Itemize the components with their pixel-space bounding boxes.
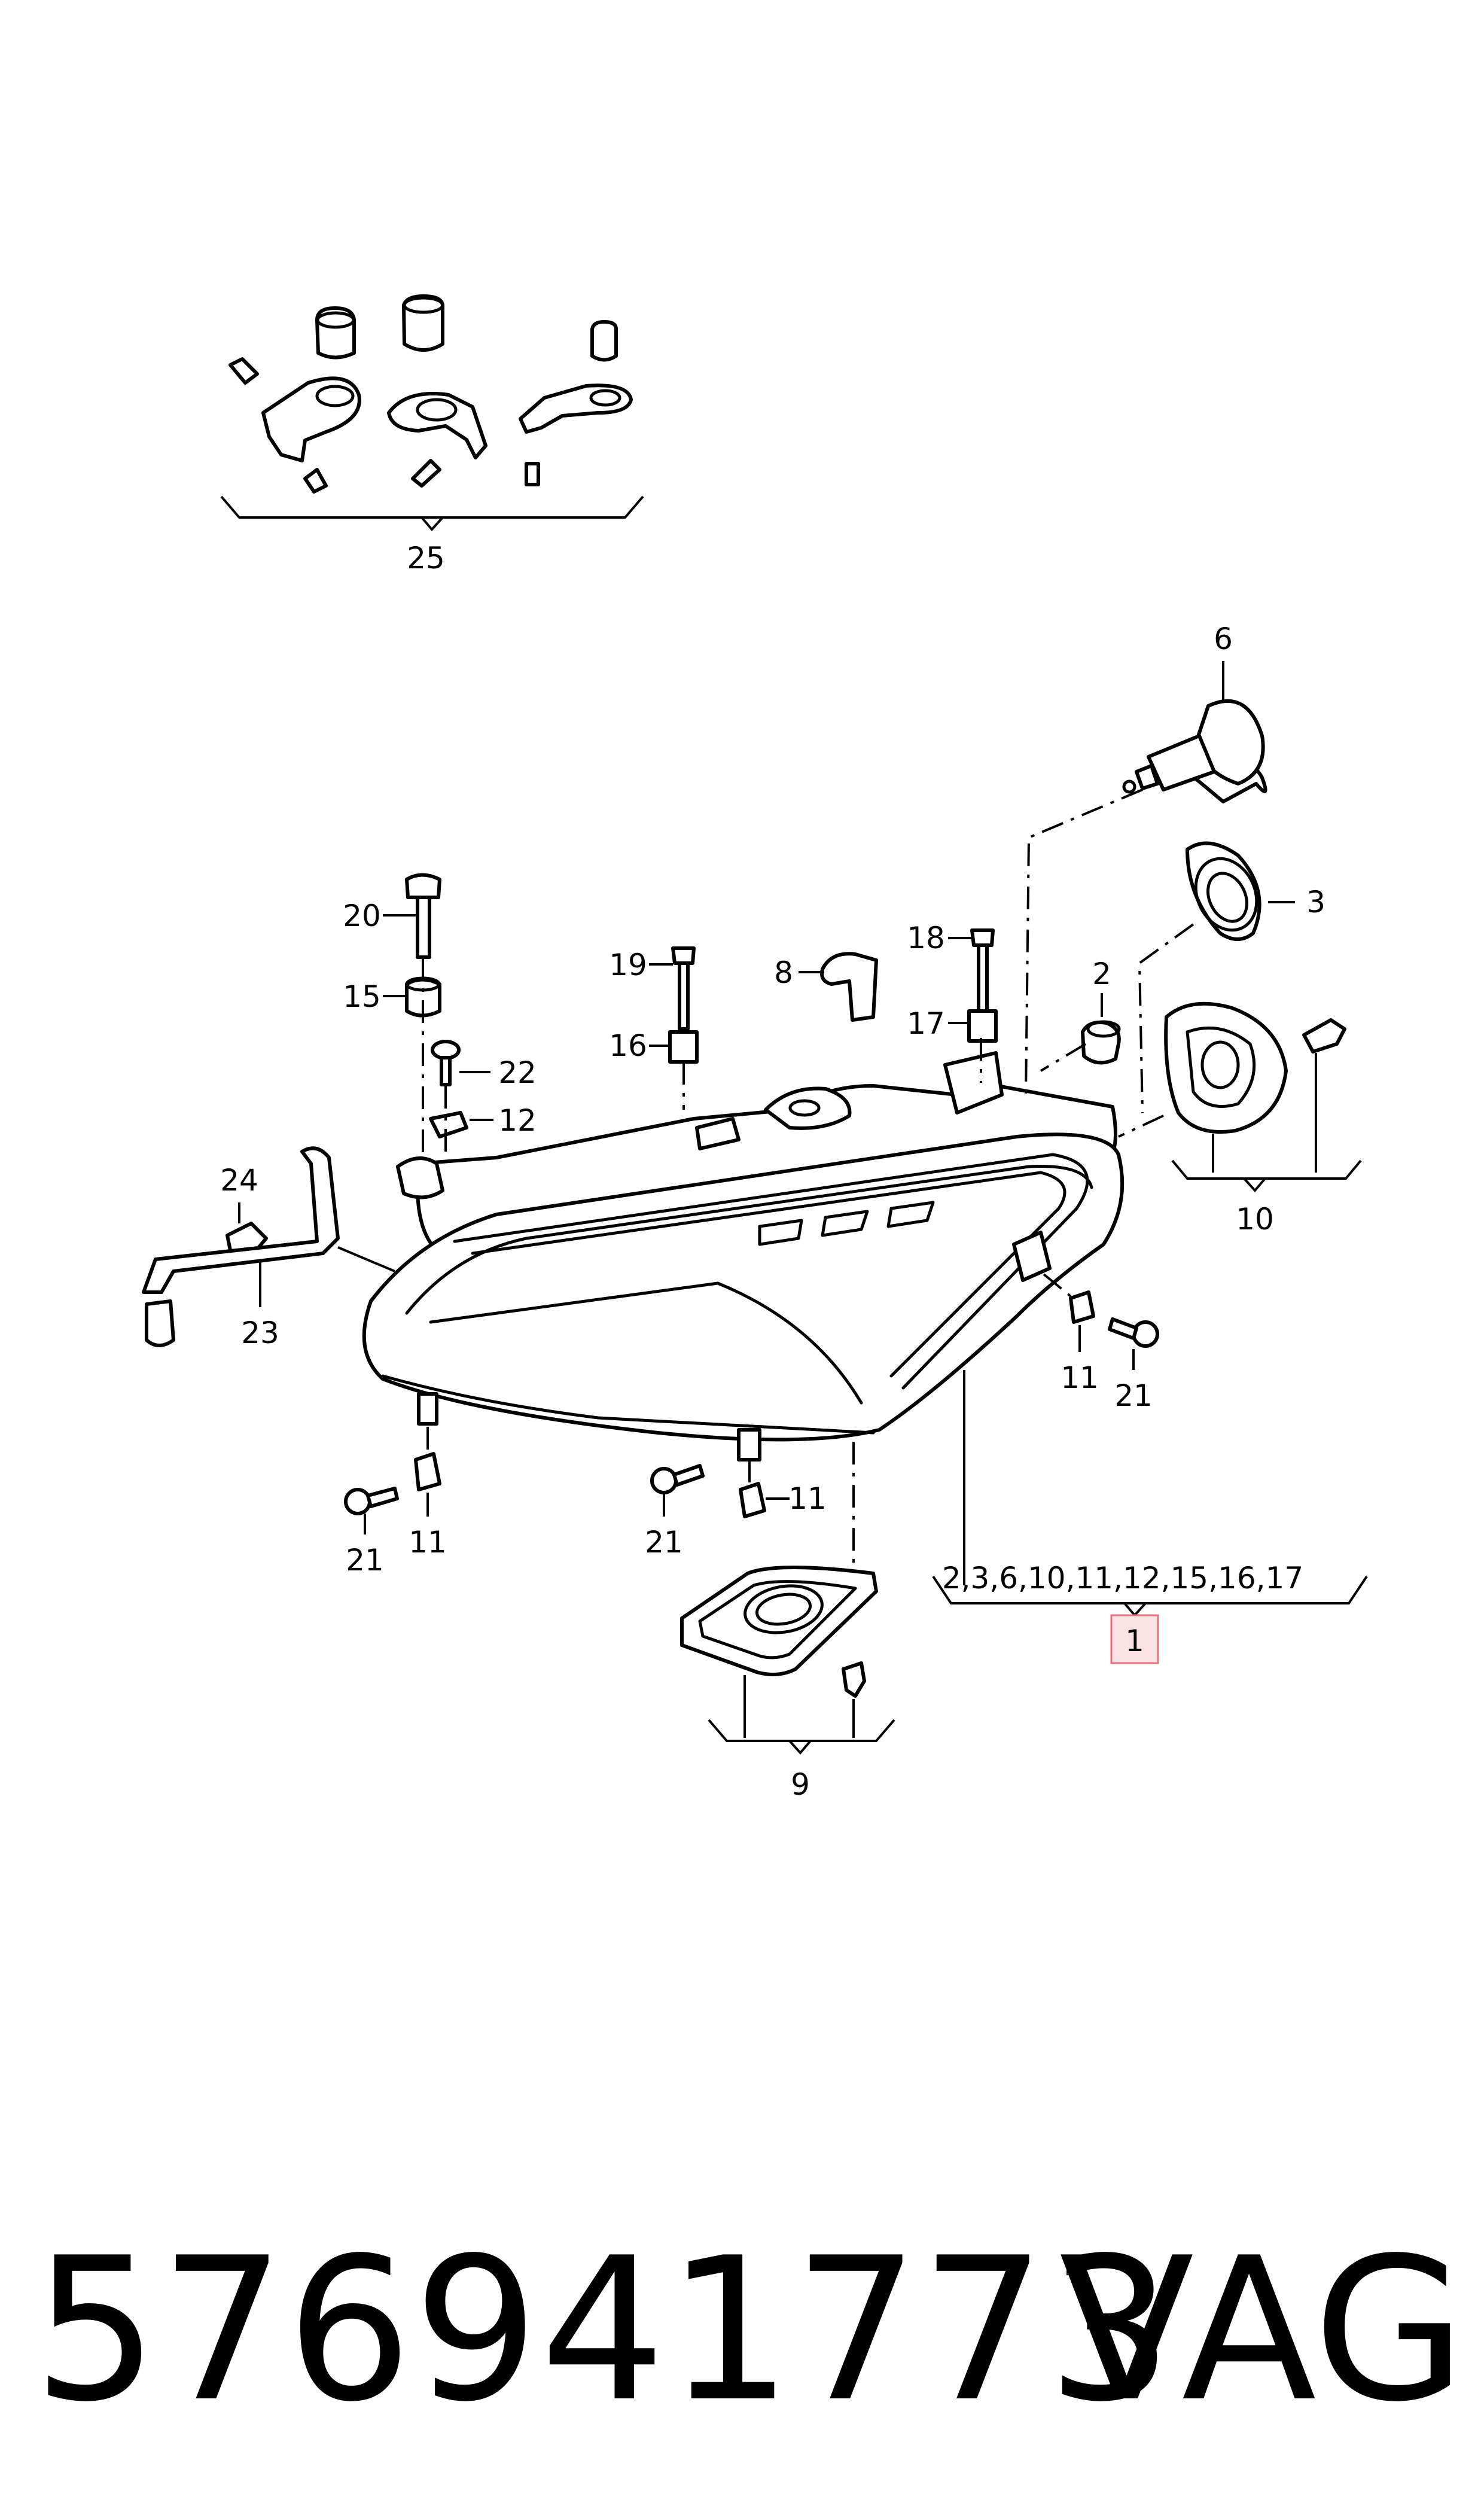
callout-16: 16 [609, 1028, 647, 1063]
callout-9: 9 [791, 1767, 810, 1802]
part-20-screw [405, 873, 441, 959]
part-12-clip [429, 1111, 468, 1138]
part-2-grommet [1081, 1020, 1121, 1065]
callout-21-right: 21 [1114, 1378, 1153, 1413]
part-6-bulb-socket [1122, 699, 1267, 803]
part-10-led-module [1164, 1001, 1346, 1134]
callout-1-components: 2,3,6,10,11,12,15,16,17 [942, 1561, 1303, 1596]
parts-diagram: 25 6 3 2 10 18 17 [142, 294, 1368, 1802]
callout-2: 2 [1092, 957, 1111, 991]
callout-24: 24 [220, 1163, 258, 1198]
part-19-screw [671, 946, 696, 1031]
part-21-screw-middle [650, 1464, 705, 1494]
callout-8: 8 [774, 955, 793, 990]
callout-12: 12 [498, 1103, 537, 1138]
part-21-screw-left [344, 1487, 399, 1515]
callout-1: 1 [1125, 1624, 1144, 1658]
callout-10: 10 [1236, 1202, 1274, 1237]
callout-19: 19 [609, 948, 647, 982]
part-18-screw [970, 928, 995, 1025]
callout-17: 17 [907, 1006, 945, 1041]
callout-11-right: 11 [1061, 1360, 1099, 1395]
bracket-kit-25 [220, 294, 644, 532]
part-21-screw-right [1108, 1317, 1159, 1348]
part-11-clip-middle [739, 1482, 766, 1518]
brand-label: VAG [1059, 2215, 1466, 2445]
callout-1-highlight [1110, 1614, 1159, 1664]
part-1-headlight-assembly [362, 1051, 1125, 1462]
callout-21-middle: 21 [645, 1525, 683, 1560]
callout-11-middle: 11 [788, 1481, 827, 1516]
callout-22: 22 [498, 1055, 537, 1090]
callout-20: 20 [343, 899, 381, 933]
part-11-clip-left [414, 1452, 441, 1491]
callout-25: 25 [407, 541, 445, 576]
part-3-cover-cap [1186, 841, 1261, 941]
part-17-clip [967, 1009, 998, 1043]
part-8-vent-hose [820, 952, 878, 1022]
callout-18: 18 [907, 921, 945, 955]
part-number: 576941773 [33, 2215, 1174, 2445]
part-11-clip-right [1069, 1290, 1095, 1324]
part-16-clip [668, 1030, 699, 1064]
part-23-pipe [142, 1146, 340, 1347]
callout-11-left: 11 [409, 1525, 447, 1560]
callout-3: 3 [1306, 885, 1325, 919]
part-22-screw [431, 1040, 461, 1086]
part-9-control-unit [680, 1566, 878, 1698]
callout-15: 15 [343, 979, 381, 1014]
callout-6: 6 [1214, 622, 1233, 656]
callout-21-left: 21 [346, 1543, 384, 1578]
callout-23: 23 [241, 1316, 279, 1350]
